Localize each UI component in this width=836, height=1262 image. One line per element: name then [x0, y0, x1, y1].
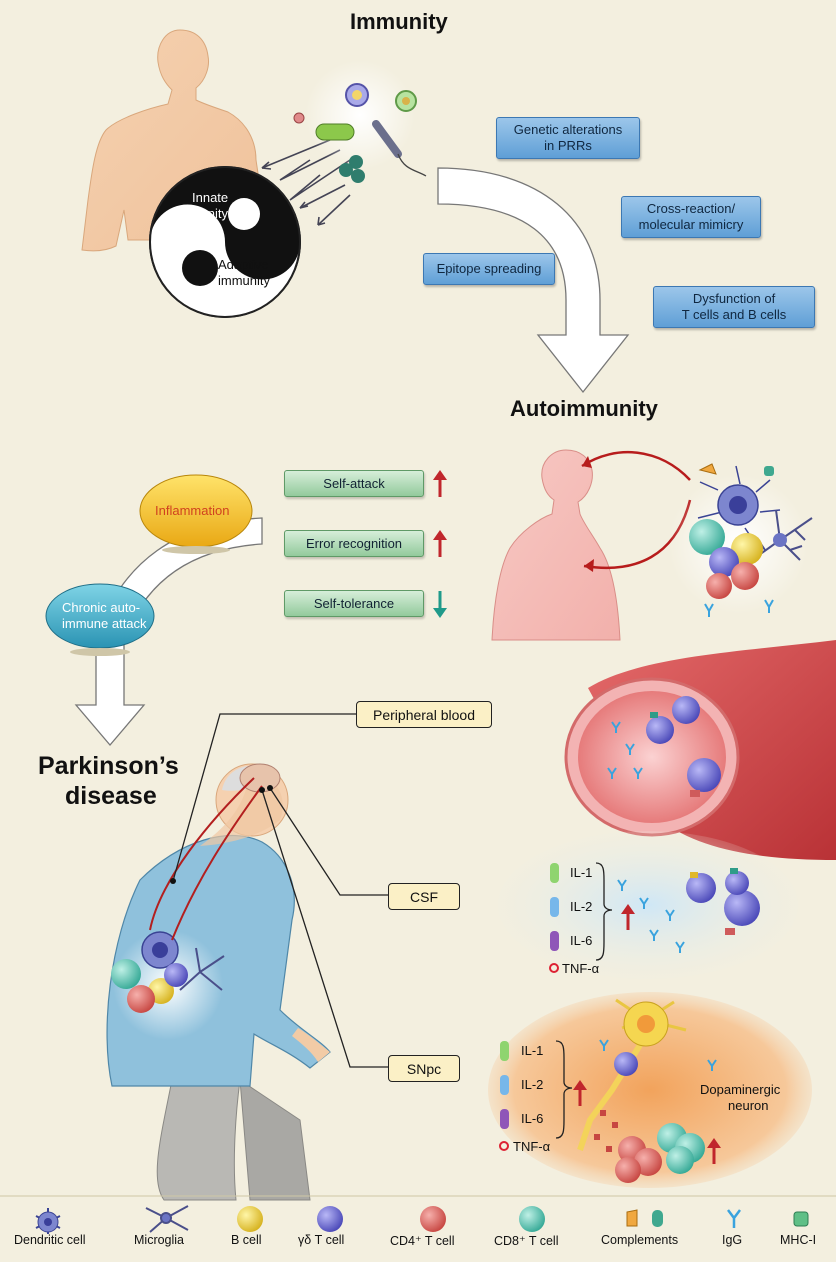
- self-attack-label: Self-attack: [323, 476, 385, 491]
- progression-arrow-top: [437, 167, 630, 394]
- csf-tag: CSF: [388, 883, 460, 910]
- snpc-tag: SNpc: [388, 1055, 460, 1082]
- yin-yang-symbol: [149, 166, 301, 318]
- genetic-alterations-line2: in PRRs: [544, 138, 592, 153]
- snpc-panel: [488, 992, 812, 1188]
- cross-reaction-line2: molecular mimicry: [638, 217, 744, 232]
- snpc-up-arrow: [573, 1080, 587, 1106]
- neuron-label-line2: neuron: [728, 1098, 769, 1113]
- progression-arrow-down: [74, 644, 146, 747]
- immunity-title: Immunity: [350, 9, 448, 34]
- legend-bcell-label: B cell: [231, 1233, 262, 1247]
- parkinsons-title-line2: disease: [65, 782, 157, 810]
- connector-lines: [172, 713, 388, 1068]
- error-recognition-box: Error recognition: [284, 530, 424, 557]
- patient-immune-cells: [111, 930, 225, 1040]
- genetic-alterations-line1: Genetic alterations: [513, 122, 623, 137]
- csf-cytokine-icons: [549, 863, 559, 973]
- csf-panel: [498, 831, 798, 979]
- cross-reaction-line1: Cross-reaction/: [646, 201, 736, 216]
- pathogens: [293, 60, 427, 183]
- self-tolerance-label: Self-tolerance: [313, 596, 395, 611]
- igg-icon: [727, 1209, 741, 1228]
- blood-flow-lines: [149, 777, 263, 941]
- parkinsons-title-line1: Parkinson’s: [38, 752, 179, 780]
- peripheral-blood-tag: Peripheral blood: [356, 701, 492, 728]
- mhc-i-icon: [793, 1211, 809, 1227]
- snpc-brace: [555, 1040, 573, 1139]
- error-recognition-up-arrow: [433, 530, 447, 557]
- legend-icons: [35, 1205, 809, 1234]
- csf-brace: [595, 862, 613, 961]
- csf-il1-label: IL-1: [570, 865, 593, 880]
- tcell-up-arrow: [707, 1138, 721, 1164]
- immune-cell-cluster-top: [668, 463, 813, 617]
- snpc-il6-label: IL-6: [521, 1111, 544, 1126]
- autoimmunity-title: Autoimmunity: [510, 396, 658, 421]
- self-attack-up-arrow: [433, 470, 447, 497]
- self-attack-box: Self-attack: [284, 470, 424, 497]
- snpc-tnf-label: TNF-α: [513, 1139, 551, 1154]
- self-tolerance-down-arrow: [433, 591, 447, 618]
- peripheral-blood-label: Peripheral blood: [373, 706, 475, 723]
- innate-label-line2: immunity: [176, 206, 229, 221]
- cd8-t-cell-icon: [519, 1206, 545, 1232]
- snpc-cells: [594, 1039, 717, 1183]
- adaptive-label-line1: Adaptive: [218, 257, 269, 272]
- csf-up-arrow: [621, 904, 635, 930]
- csf-il6-label: IL-6: [570, 933, 593, 948]
- epitope-spreading-box: Epitope spreading: [423, 253, 555, 285]
- snpc-il1-label: IL-1: [521, 1043, 544, 1058]
- legend-mhc-label: MHC-I: [780, 1233, 817, 1247]
- dendritic-cell-icon: [35, 1208, 61, 1234]
- snpc-label: SNpc: [406, 1060, 442, 1077]
- cycle-arrow-upper: [581, 450, 691, 481]
- gd-t-cell-icon: [317, 1206, 343, 1232]
- snpc-cytokine-icons: [499, 1041, 509, 1151]
- chronic-attack-line1: Chronic auto-: [62, 600, 141, 615]
- dysfunction-box: Dysfunction of T cells and B cells: [653, 286, 815, 328]
- genetic-alterations-box: Genetic alterations in PRRs: [496, 117, 640, 159]
- legend-microglia-label: Microglia: [134, 1233, 185, 1247]
- chronic-attack-line2: immune attack: [62, 616, 147, 631]
- innate-label-line1: Innate: [192, 190, 229, 205]
- microglia-icon: [145, 1205, 189, 1233]
- adaptive-label-line2: immunity: [218, 273, 271, 288]
- dysfunction-line1: Dysfunction of: [692, 291, 776, 306]
- inflammation-label: Inflammation: [155, 503, 230, 518]
- csf-label: CSF: [410, 888, 438, 905]
- complements-icon: [626, 1209, 663, 1227]
- dysfunction-line2: T cells and B cells: [681, 307, 787, 322]
- blood-vessel: [564, 640, 836, 860]
- csf-tnf-label: TNF-α: [562, 961, 600, 976]
- neuron-label-line1: Dopaminergic: [700, 1082, 781, 1097]
- cross-reaction-box: Cross-reaction/ molecular mimicry: [621, 196, 761, 238]
- self-tolerance-box: Self-tolerance: [284, 590, 424, 617]
- legend-dendritic-label: Dendritic cell: [14, 1233, 86, 1247]
- b-cell-icon: [237, 1206, 263, 1232]
- legend-complements-label: Complements: [601, 1233, 679, 1247]
- csf-il2-label: IL-2: [570, 899, 593, 914]
- error-recognition-label: Error recognition: [305, 536, 403, 551]
- cd4-t-cell-icon: [420, 1206, 446, 1232]
- epitope-spreading-label: Epitope spreading: [436, 261, 542, 276]
- dopaminergic-neuron: [577, 998, 687, 1151]
- autoimmune-body: [491, 449, 621, 641]
- csf-cells: [617, 868, 760, 953]
- legend-igg-label: IgG: [722, 1233, 743, 1247]
- legend-cd4-label: CD4⁺ T cell: [390, 1234, 455, 1248]
- snpc-il2-label: IL-2: [521, 1077, 544, 1092]
- legend-gdt-label: γδ T cell: [298, 1233, 345, 1247]
- legend-cd8-label: CD8⁺ T cell: [494, 1234, 559, 1248]
